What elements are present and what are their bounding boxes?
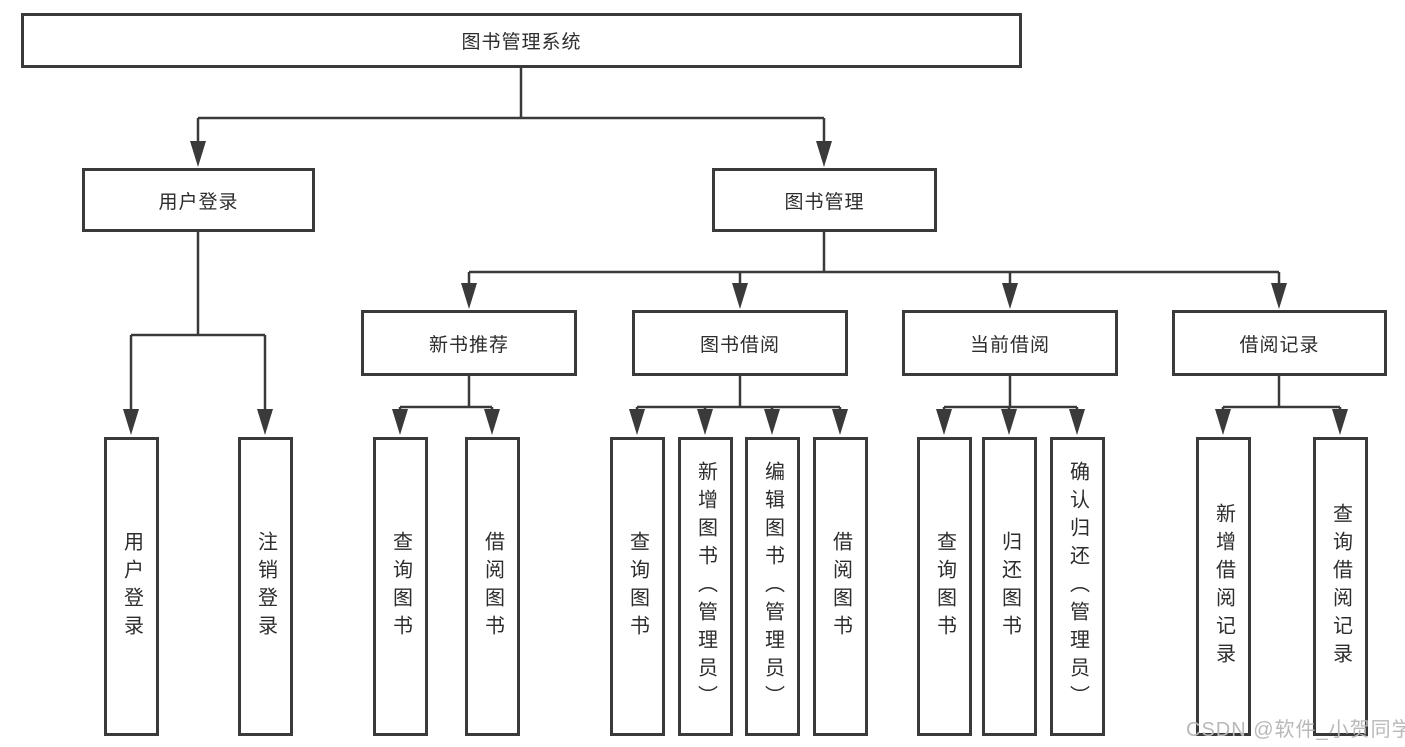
node-user-login: 用户登录 <box>82 168 315 232</box>
node-label: 图书借阅 <box>699 334 780 356</box>
node-label: 查询图书 <box>389 530 412 643</box>
node-label: 借阅图书 <box>829 530 852 643</box>
leaf-borrow-books: 借阅图书 <box>813 437 868 736</box>
node-label: 查询图书 <box>933 530 956 643</box>
csdn-watermark: CSDN @软件_小贺同学 <box>1186 719 1405 741</box>
leaf-query-books-recommend: 查询图书 <box>373 437 428 736</box>
node-label: 编辑图书（管理员） <box>761 460 784 713</box>
node-book-management: 图书管理 <box>712 168 937 232</box>
node-label: 查询借阅记录 <box>1329 502 1352 671</box>
leaf-confirm-return-admin: 确认归还（管理员） <box>1050 437 1105 736</box>
node-borrow-records: 借阅记录 <box>1172 310 1387 376</box>
node-book-borrow: 图书借阅 <box>632 310 848 376</box>
leaf-logout: 注销登录 <box>238 437 293 736</box>
leaf-return-books: 归还图书 <box>982 437 1037 736</box>
node-label: 归还图书 <box>998 530 1021 643</box>
node-label: 借阅记录 <box>1239 334 1320 356</box>
node-label: 图书管理系统 <box>461 32 582 53</box>
node-label: 用户登录 <box>158 191 239 213</box>
leaf-add-books-admin: 新增图书（管理员） <box>678 437 733 736</box>
leaf-query-borrow-record: 查询借阅记录 <box>1313 437 1368 736</box>
node-label: 查询图书 <box>626 530 649 643</box>
leaf-add-borrow-record: 新增借阅记录 <box>1196 437 1251 736</box>
node-current-borrow: 当前借阅 <box>902 310 1118 376</box>
leaf-query-books-borrow: 查询图书 <box>610 437 665 736</box>
node-label: 借阅图书 <box>481 530 504 643</box>
node-label: 确认归还（管理员） <box>1066 460 1089 713</box>
node-label: 新书推荐 <box>428 334 509 356</box>
node-label: 用户登录 <box>120 530 143 643</box>
node-label: 新增图书（管理员） <box>694 460 717 713</box>
node-system-root: 图书管理系统 <box>21 13 1022 68</box>
node-label: 图书管理 <box>784 191 865 213</box>
node-new-book-recommend: 新书推荐 <box>361 310 577 376</box>
leaf-query-books-current: 查询图书 <box>917 437 972 736</box>
node-label: 注销登录 <box>254 530 277 643</box>
leaf-borrow-books-recommend: 借阅图书 <box>465 437 520 736</box>
leaf-edit-books-admin: 编辑图书（管理员） <box>745 437 800 736</box>
node-label: 新增借阅记录 <box>1212 502 1235 671</box>
node-label: 当前借阅 <box>969 334 1050 356</box>
leaf-user-login: 用户登录 <box>104 437 159 736</box>
